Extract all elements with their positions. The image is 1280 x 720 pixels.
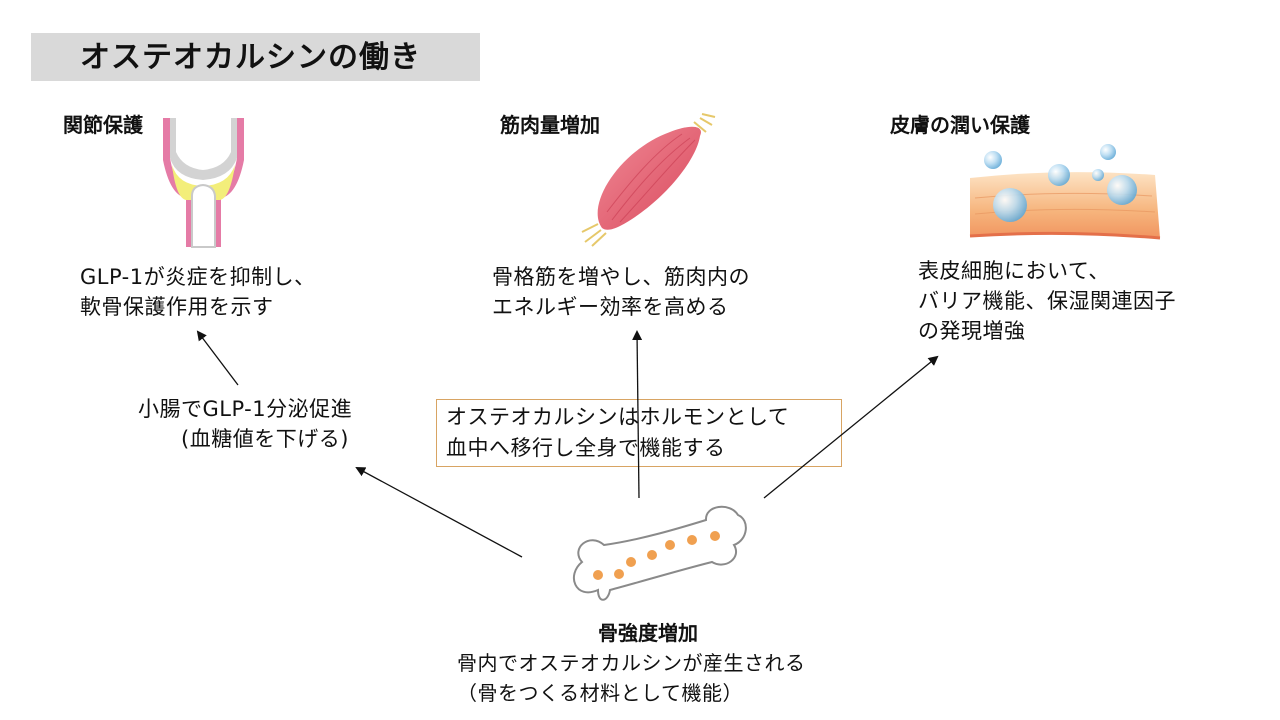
intestine-line: 小腸でGLP-1分泌促進 <box>138 397 353 421</box>
page-title: オステオカルシンの働き <box>80 40 421 75</box>
skin-desc-line: バリア機能、保湿関連因子 <box>918 289 1176 313</box>
muscle-desc-line: エネルギー効率を高める <box>492 295 729 319</box>
bone-desc-line: 骨内でオステオカルシンが産生される <box>457 651 806 675</box>
muscle-desc-line: 骨格筋を増やし、筋肉内の <box>492 265 750 289</box>
callout-line: オステオカルシンはホルモンとして <box>446 405 790 429</box>
joint-description: GLP-1が炎症を抑制し、 軟骨保護作用を示す <box>80 262 316 322</box>
skin-illustration <box>969 144 1161 240</box>
arrow-to-skin <box>763 355 939 499</box>
arrow-to-joint <box>196 330 239 386</box>
joint-illustration <box>163 118 244 248</box>
bone-desc-line: （骨をつくる材料として機能） <box>457 681 743 705</box>
bone-heading: 骨強度増加 <box>598 621 698 645</box>
skin-heading: 皮膚の潤い保護 <box>890 113 1030 137</box>
skin-description: 表皮細胞において、 バリア機能、保湿関連因子 の発現増強 <box>918 256 1176 346</box>
hormone-callout-text: オステオカルシンはホルモンとして 血中へ移行し全身で機能する <box>446 402 789 464</box>
skin-desc-line: 表皮細胞において、 <box>918 259 1110 283</box>
joint-heading: 関節保護 <box>63 113 143 137</box>
bone-illustration <box>572 505 747 601</box>
callout-line: 血中へ移行し全身で機能する <box>446 436 726 460</box>
skin-desc-line: の発現増強 <box>918 319 1026 343</box>
muscle-description: 骨格筋を増やし、筋肉内の エネルギー効率を高める <box>492 262 750 322</box>
arrow-to-intestine <box>355 467 523 558</box>
intestine-description: 小腸でGLP-1分泌促進 (血糖値を下げる) <box>138 394 352 454</box>
bone-description: 骨内でオステオカルシンが産生される （骨をつくる材料として機能） <box>457 648 806 708</box>
title-background <box>31 33 480 81</box>
muscle-illustration <box>581 113 716 247</box>
muscle-heading: 筋肉量増加 <box>500 113 600 137</box>
intestine-line: (血糖値を下げる) <box>181 427 349 451</box>
arrow-to-muscle <box>632 330 643 499</box>
joint-desc-line: GLP-1が炎症を抑制し、 <box>80 265 316 289</box>
joint-desc-line: 軟骨保護作用を示す <box>80 295 274 319</box>
